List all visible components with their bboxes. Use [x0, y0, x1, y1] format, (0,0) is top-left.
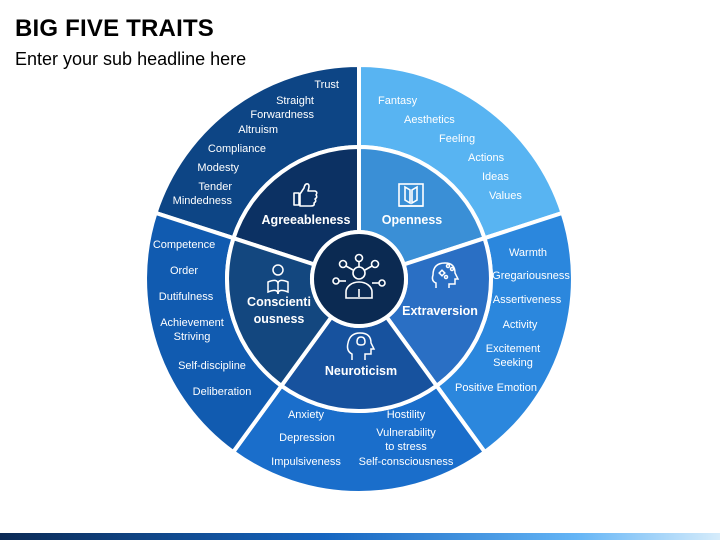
- agreeableness-facet-2-line-1: Straight: [276, 95, 314, 107]
- openness-facet-2: Aesthetics: [404, 114, 455, 126]
- extraversion-label: Extraversion: [402, 304, 478, 318]
- neuroticism-facet-3: Impulsiveness: [271, 456, 341, 468]
- head-brain-icon: [346, 332, 376, 360]
- extraversion-facet-2: Gregariousness: [492, 270, 570, 282]
- extraversion-facet-3: Assertiveness: [493, 294, 562, 306]
- conscientiousness-facet-1: Competence: [153, 239, 215, 251]
- neuroticism-facet-5-line-1: Vulnerability: [376, 427, 436, 439]
- page-title: BIG FIVE TRAITS: [15, 15, 215, 42]
- extraversion-facet-5-line-2: Seeking: [493, 357, 533, 369]
- openness-label: Openness: [382, 213, 442, 227]
- agreeableness-facet-6-line-1: Tender: [198, 181, 232, 193]
- agreeableness-facet-2-line-2: Forwardness: [250, 109, 314, 121]
- neuroticism-facet-6: Self-consciousness: [359, 456, 454, 468]
- agreeableness-facet-3: Altruism: [238, 124, 278, 136]
- extraversion-facet-4: Activity: [503, 319, 538, 331]
- facet-labels: TrustStraightForwardnessAltruismComplian…: [153, 79, 571, 468]
- page-subtitle: Enter your sub headline here: [15, 49, 247, 69]
- extraversion-facet-1: Warmth: [509, 247, 547, 259]
- neuroticism-label: Neuroticism: [325, 364, 397, 378]
- neuroticism-facet-4: Hostility: [387, 409, 426, 421]
- neuroticism-facet-2: Depression: [279, 432, 335, 444]
- conscientiousness-label-line1: Conscienti: [247, 295, 311, 309]
- agreeableness-label: Agreeableness: [262, 213, 351, 227]
- agreeableness-facet-6-line-2: Mindedness: [173, 195, 233, 207]
- conscientiousness-label-line2: ousness: [254, 312, 305, 326]
- extraversion-facet-6: Positive Emotion: [455, 382, 537, 394]
- agreeableness-facet-4: Compliance: [208, 143, 266, 155]
- head-ideas-icon: [431, 262, 460, 288]
- neuroticism-facet-1: Anxiety: [288, 409, 325, 421]
- openness-facet-5: Ideas: [482, 171, 509, 183]
- bottom-accent-bar: [0, 533, 720, 540]
- openness-facet-4: Actions: [468, 152, 505, 164]
- person-network-icon: [332, 253, 386, 299]
- thumbs-up-icon: [293, 183, 318, 207]
- agreeableness-facet-1: Trust: [314, 79, 339, 91]
- reading-person-icon: [267, 264, 289, 295]
- conscientiousness-facet-4-line-1: Achievement: [160, 317, 224, 329]
- conscientiousness-facet-2: Order: [170, 265, 198, 277]
- neuroticism-facet-5-line-2: to stress: [385, 441, 427, 453]
- conscientiousness-facet-4-line-2: Striving: [174, 331, 211, 343]
- openness-facet-1: Fantasy: [378, 95, 418, 107]
- openness-facet-6: Values: [489, 190, 522, 202]
- conscientiousness-facet-3: Dutifulness: [159, 291, 214, 303]
- door-icon: [398, 183, 424, 207]
- extraversion-facet-5-line-1: Excitement: [486, 343, 540, 355]
- conscientiousness-facet-6: Deliberation: [193, 386, 252, 398]
- agreeableness-facet-5: Modesty: [197, 162, 239, 174]
- conscientiousness-facet-5: Self-discipline: [178, 360, 246, 372]
- openness-facet-3: Feeling: [439, 133, 475, 145]
